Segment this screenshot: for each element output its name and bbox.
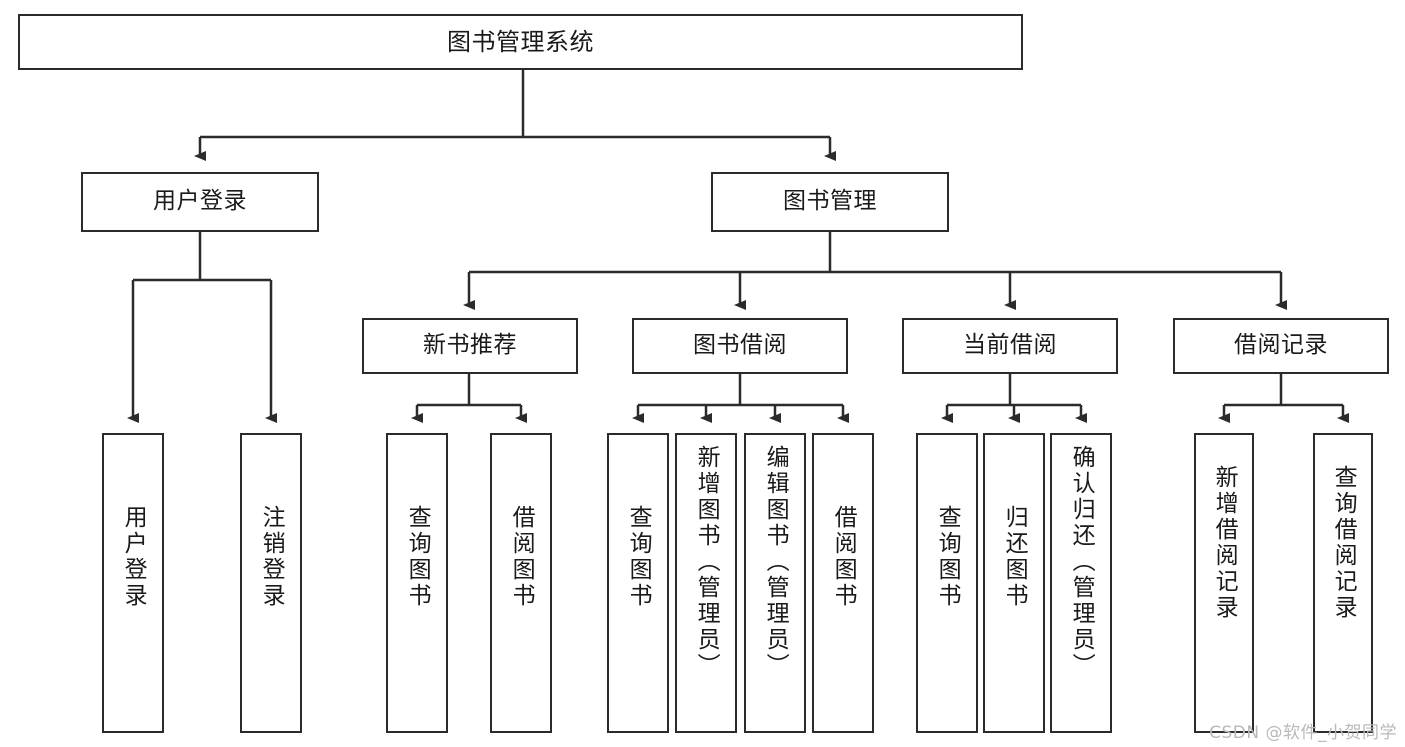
leaf-borrow-book-recommendation[interactable]: 借阅图书	[490, 433, 552, 733]
leaf-logout[interactable]: 注销登录	[240, 433, 302, 733]
leaf-return-book[interactable]: 归还图书	[983, 433, 1045, 733]
node-root-book-management-system[interactable]: 图书管理系统	[18, 14, 1023, 70]
node-label: 确认归还（管理员）	[1068, 445, 1095, 679]
leaf-user-login[interactable]: 用户登录	[102, 433, 164, 733]
leaf-add-book-admin[interactable]: 新增图书（管理员）	[675, 433, 737, 733]
leaf-query-book-current[interactable]: 查询图书	[916, 433, 978, 733]
leaf-query-book-recommendation[interactable]: 查询图书	[386, 433, 448, 733]
node-label: 注销登录	[258, 505, 285, 609]
leaf-query-book-borrow[interactable]: 查询图书	[607, 433, 669, 733]
leaf-borrow-book-borrow[interactable]: 借阅图书	[812, 433, 874, 733]
leaf-add-borrow-record[interactable]: 新增借阅记录	[1194, 433, 1254, 733]
node-label: 新增借阅记录	[1211, 465, 1238, 621]
node-label: 借阅记录	[1234, 332, 1328, 359]
node-book-borrow[interactable]: 图书借阅	[632, 318, 848, 374]
node-label: 借阅图书	[830, 505, 857, 609]
node-label: 查询图书	[625, 505, 652, 609]
node-label: 图书管理系统	[447, 27, 594, 56]
node-label: 借阅图书	[508, 505, 535, 609]
node-label: 图书管理	[783, 188, 877, 215]
node-user-login[interactable]: 用户登录	[81, 172, 319, 232]
node-label: 新书推荐	[423, 332, 517, 359]
node-label: 新增图书（管理员）	[693, 445, 720, 679]
leaf-query-borrow-record[interactable]: 查询借阅记录	[1313, 433, 1373, 733]
node-current-borrow[interactable]: 当前借阅	[902, 318, 1118, 374]
node-label: 归还图书	[1001, 505, 1028, 609]
node-borrow-record[interactable]: 借阅记录	[1173, 318, 1389, 374]
node-label: 用户登录	[153, 188, 247, 215]
csdn-watermark: CSDN @软件_小贺同学	[1209, 723, 1397, 743]
node-label: 查询图书	[934, 505, 961, 609]
node-label: 用户登录	[120, 505, 147, 609]
node-label: 当前借阅	[963, 332, 1057, 359]
node-label: 查询图书	[404, 505, 431, 609]
node-book-management[interactable]: 图书管理	[711, 172, 949, 232]
node-label: 查询借阅记录	[1330, 465, 1357, 621]
node-label: 图书借阅	[693, 332, 787, 359]
leaf-edit-book-admin[interactable]: 编辑图书（管理员）	[744, 433, 806, 733]
node-new-book-recommendation[interactable]: 新书推荐	[362, 318, 578, 374]
node-label: 编辑图书（管理员）	[762, 445, 789, 679]
leaf-confirm-return-admin[interactable]: 确认归还（管理员）	[1050, 433, 1112, 733]
